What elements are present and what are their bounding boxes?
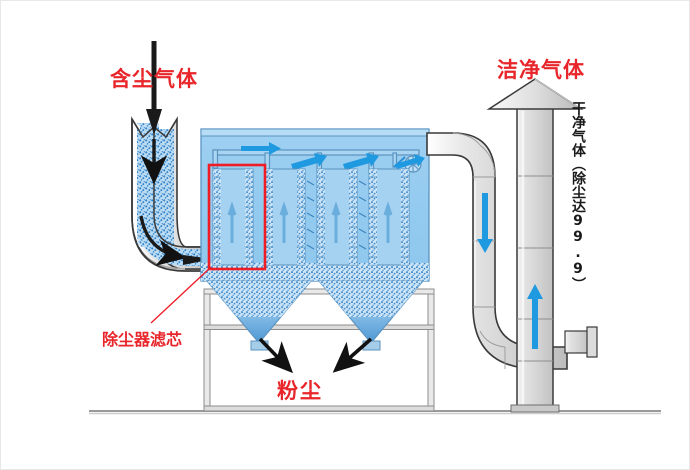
dust-discharge-arrows — [258, 337, 373, 374]
dust-outlet-label: 粉尘 — [277, 379, 323, 403]
stack-note-label: 干净气体（除尘达99.9） — [570, 101, 586, 291]
exhaust-stack — [510, 104, 598, 413]
dust-laden-gas-inlet-duct — [131, 116, 212, 272]
dust-hopper — [317, 280, 425, 351]
dust-hopper — [205, 280, 313, 351]
clean-gas-label: 洁净气体 — [497, 58, 585, 82]
filter-cartridge — [264, 168, 315, 266]
filter-callout-leader — [150, 266, 212, 324]
filter-cartridge — [212, 168, 254, 266]
filter-cartridge — [368, 168, 410, 266]
filter-cartridge-label: 除尘器滤芯 — [102, 330, 183, 349]
inlet-gas-label: 含尘气体 — [110, 67, 198, 91]
support-frame — [203, 288, 435, 412]
manifold-flow-arrows — [241, 142, 425, 170]
filter-cartridge — [316, 168, 367, 266]
inlet-flow-arrows — [139, 41, 213, 266]
rain-cap — [486, 78, 584, 110]
filter-cartridge-highlight-box — [207, 163, 267, 271]
